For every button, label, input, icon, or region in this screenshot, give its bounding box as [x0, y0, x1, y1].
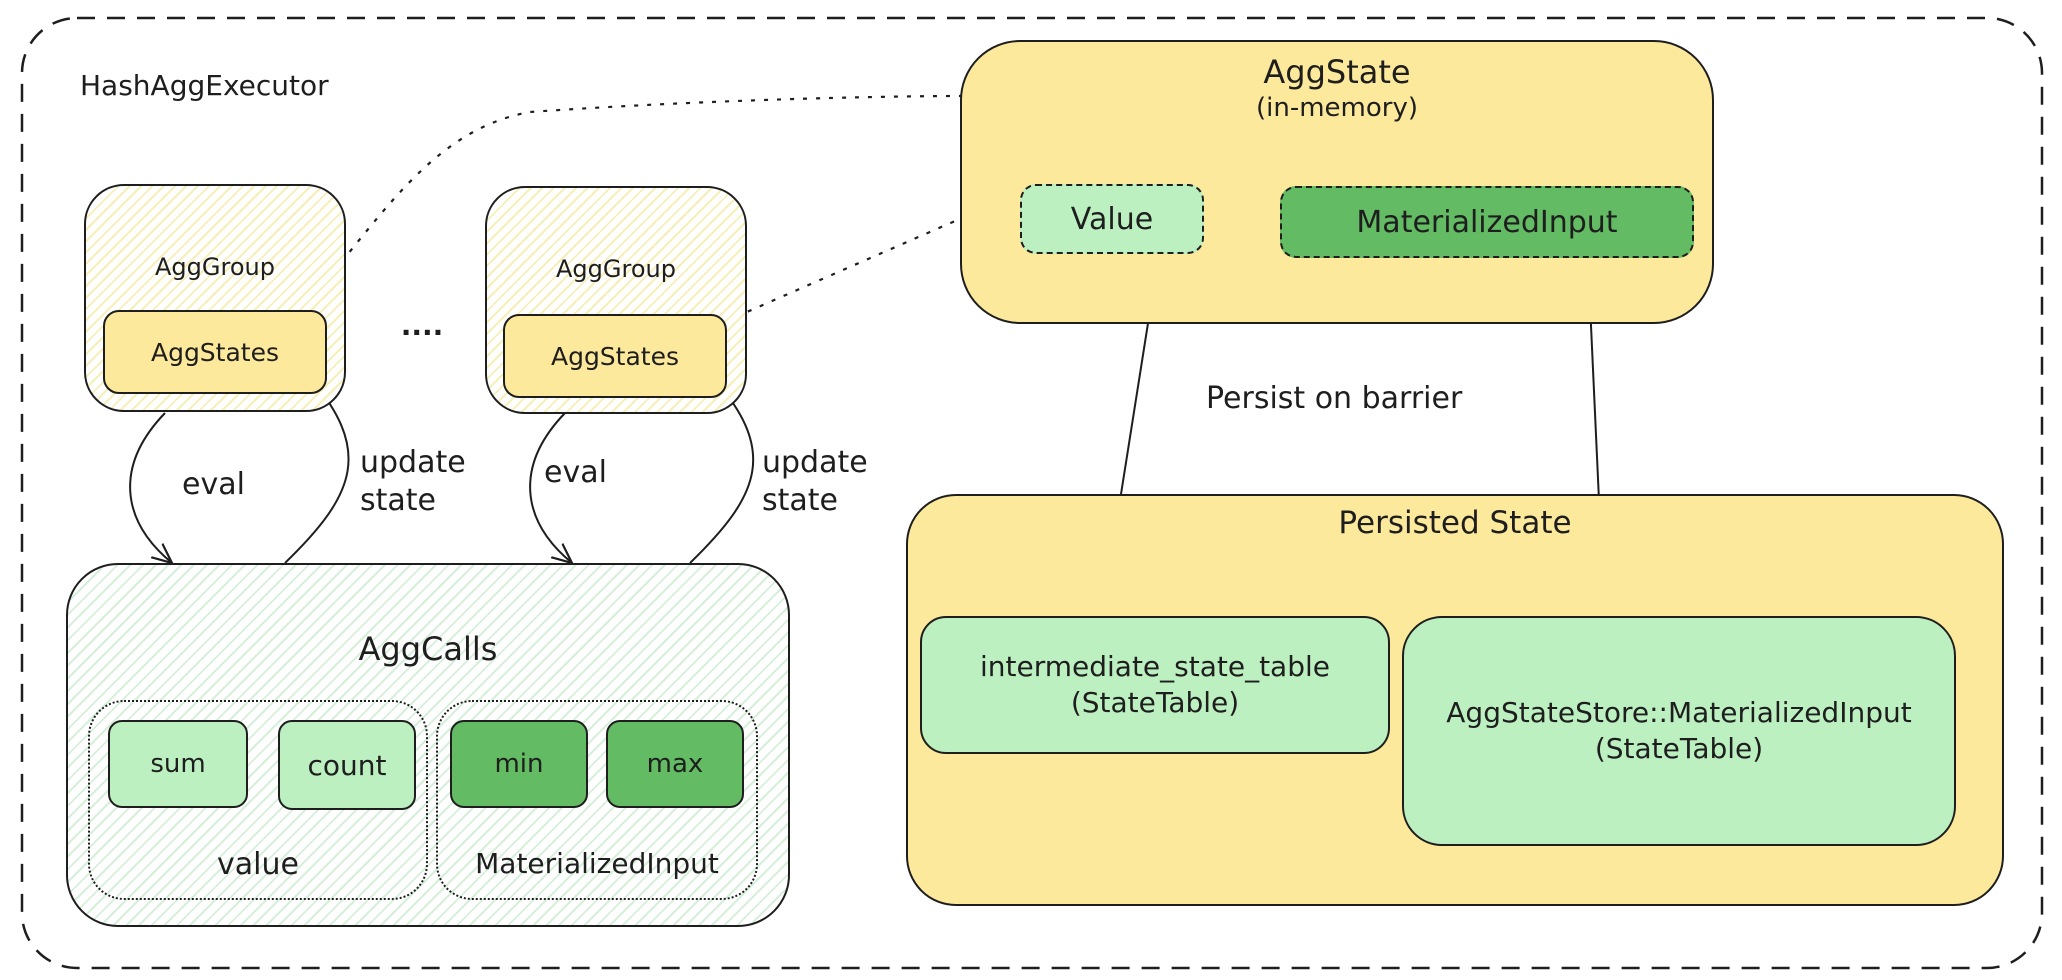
max-call: max	[606, 720, 744, 808]
update-state-label-1-line-2: state	[360, 482, 436, 518]
intermediate-state-table-name: intermediate_state_table	[979, 649, 1330, 683]
update-state-label-1-line-1: update	[360, 445, 466, 480]
eval-arrow-1	[129, 412, 172, 563]
count-call: count	[278, 720, 416, 810]
min-call-label: min	[494, 749, 544, 779]
agg-state-materialized-input: MaterializedInput	[1280, 186, 1694, 258]
agg-state-title: AggState	[1263, 53, 1411, 91]
min-call: min	[450, 720, 588, 808]
sum-call: sum	[108, 720, 248, 808]
agg-state: AggState (in-memory)	[960, 40, 1714, 324]
intermediate-state-table-type: (StateTable)	[1070, 686, 1240, 719]
agg-state-value: Value	[1020, 184, 1204, 254]
agg-states-1: AggStates	[103, 310, 327, 394]
executor-title: HashAggExecutor	[80, 69, 329, 102]
dotted-link-1	[299, 94, 963, 313]
persisted-state-title: Persisted State	[1338, 505, 1572, 541]
agg-states-2: AggStates	[503, 314, 727, 398]
intermediate-state-table: intermediate_state_table (StateTable)	[920, 616, 1390, 754]
agg-group-2-title: AggGroup	[556, 255, 676, 283]
eval-label-1: eval	[182, 467, 245, 502]
agg-state-subtitle: (in-memory)	[1255, 93, 1418, 123]
agg-state-value-label: Value	[1070, 201, 1154, 237]
max-call-label: max	[646, 749, 704, 779]
agg-state-store-table: AggStateStore::MaterializedInput (StateT…	[1402, 616, 1956, 846]
update-state-label-2-line-2: state	[762, 482, 838, 518]
count-call-label: count	[307, 748, 387, 782]
agg-states-2-label: AggStates	[550, 341, 680, 371]
persist-label: Persist on barrier	[1206, 381, 1463, 416]
sum-call-label: sum	[150, 749, 206, 779]
agg-calls-title: AggCalls	[358, 630, 498, 668]
update-state-label-2-line-1: update	[762, 445, 868, 480]
eval-arrow-2	[529, 412, 572, 563]
agg-state-store-table-name: AggStateStore::MaterializedInput	[1446, 695, 1912, 729]
agg-group-1-title: AggGroup	[155, 253, 275, 281]
eval-label-2: eval	[544, 455, 607, 490]
value-group-label: value	[217, 847, 299, 882]
dotted-link-2	[723, 216, 963, 324]
agg-states-1-label: AggStates	[150, 337, 280, 367]
agg-state-store-table-type: (StateTable)	[1594, 732, 1764, 765]
update-state-label-2: update state	[762, 444, 868, 519]
groups-ellipsis: ....	[400, 309, 444, 342]
materialized-group-label: MaterializedInput	[475, 847, 719, 880]
agg-state-materialized-input-label: MaterializedInput	[1356, 204, 1618, 240]
update-state-label-1: update state	[360, 444, 466, 519]
value-group	[88, 700, 428, 900]
executor-frame	[20, 16, 2044, 970]
materialized-group	[436, 700, 758, 900]
